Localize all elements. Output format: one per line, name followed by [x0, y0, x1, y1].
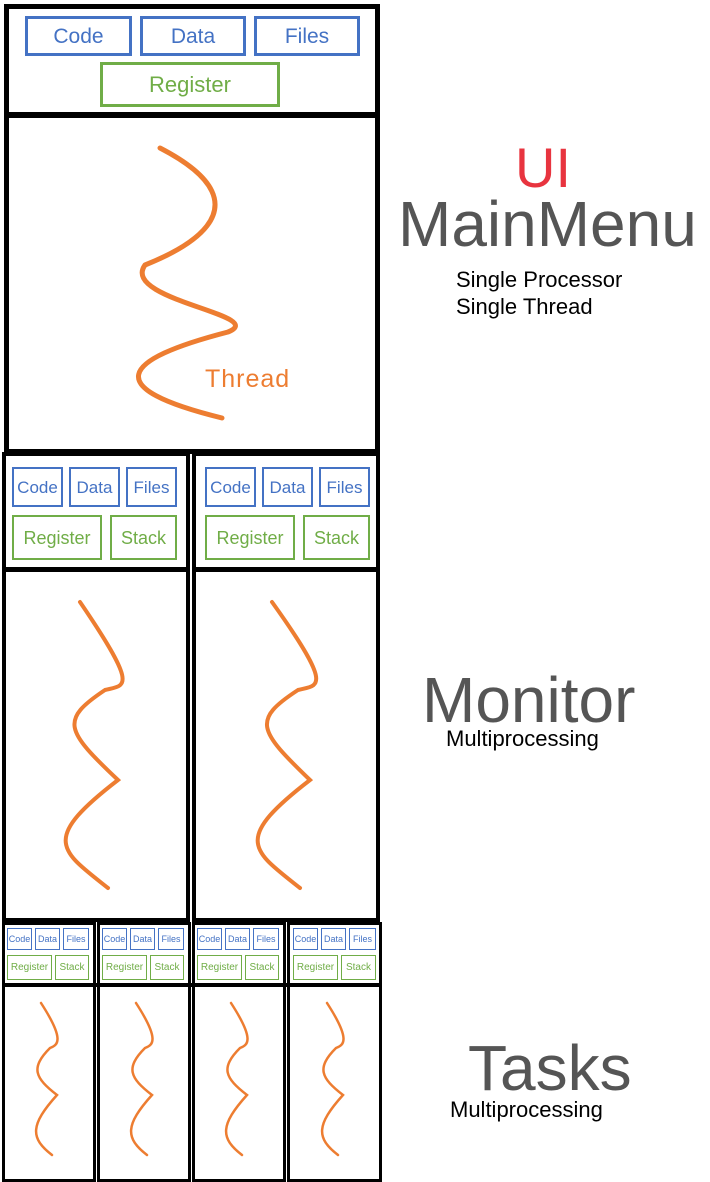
files-box: Files: [63, 928, 89, 950]
files-box: Files: [319, 467, 370, 507]
code-box: Code: [293, 928, 318, 950]
stack-box: Stack: [303, 515, 370, 560]
monitor-title: Monitor: [422, 664, 636, 736]
thread-label: Thread: [205, 365, 291, 393]
files-box: Files: [253, 928, 279, 950]
data-box: Data: [262, 467, 313, 507]
register-box: Register: [293, 955, 338, 980]
tasks-title: Tasks: [468, 1032, 632, 1104]
stack-box: Stack: [341, 955, 376, 980]
stack-box: Stack: [150, 955, 184, 980]
monitor-subtitle: Multiprocessing: [446, 726, 599, 751]
code-box: Code: [197, 928, 222, 950]
data-box: Data: [35, 928, 60, 950]
code-box: Code: [12, 467, 63, 507]
data-box: Data: [69, 467, 120, 507]
files-box: Files: [254, 16, 360, 56]
data-box: Data: [321, 928, 346, 950]
code-box: Code: [7, 928, 32, 950]
monitor-left-divider: [2, 567, 190, 572]
register-box: Register: [12, 515, 102, 560]
tasks-subtitle: Multiprocessing: [450, 1097, 603, 1122]
register-box: Register: [205, 515, 295, 560]
data-box: Data: [225, 928, 250, 950]
monitor-right-divider: [192, 567, 380, 572]
code-box: Code: [25, 16, 132, 56]
tasks-divider: [2, 983, 382, 987]
register-box: Register: [197, 955, 242, 980]
single-divider: [4, 112, 380, 118]
data-box: Data: [140, 16, 246, 56]
files-box: Files: [158, 928, 184, 950]
register-box: Register: [100, 62, 280, 107]
ui-label: UI: [515, 136, 571, 199]
mainmenu-title: MainMenu: [398, 188, 697, 260]
stack-box: Stack: [245, 955, 279, 980]
single-processor-label: Single Processor: [456, 267, 623, 292]
data-box: Data: [130, 928, 155, 950]
stack-box: Stack: [110, 515, 177, 560]
code-box: Code: [102, 928, 127, 950]
files-box: Files: [349, 928, 376, 950]
stack-box: Stack: [55, 955, 89, 980]
register-box: Register: [102, 955, 147, 980]
code-box: Code: [205, 467, 256, 507]
register-box: Register: [7, 955, 52, 980]
single-thread-label: Single Thread: [456, 294, 593, 319]
files-box: Files: [126, 467, 177, 507]
